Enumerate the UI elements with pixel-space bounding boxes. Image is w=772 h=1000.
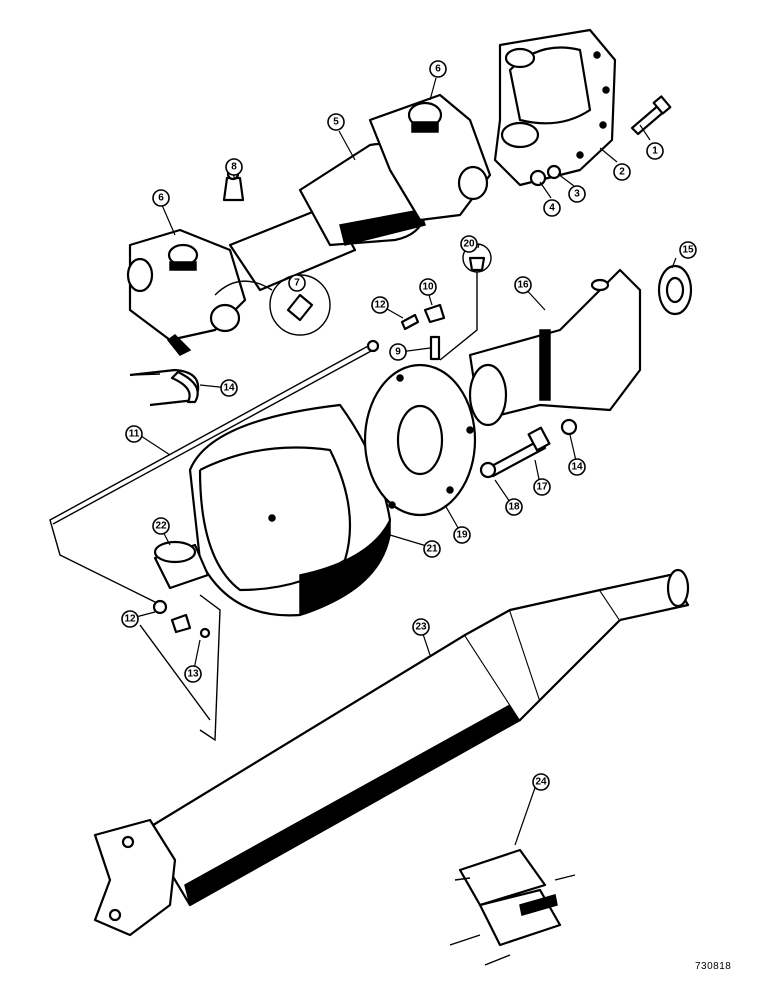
svg-text:12: 12 [374, 300, 386, 311]
callout-20: 20 [460, 235, 478, 253]
callout-5: 5 [327, 113, 345, 131]
callout-18: 18 [505, 498, 523, 516]
svg-text:11: 11 [129, 429, 140, 440]
callout-17: 17 [533, 478, 551, 496]
svg-text:21: 21 [426, 544, 438, 555]
svg-text:20: 20 [463, 239, 475, 250]
nut-and-washer-part [529, 164, 562, 187]
bushing-part [153, 540, 210, 590]
svg-text:12: 12 [124, 614, 136, 625]
svg-text:7: 7 [294, 278, 300, 289]
callout-21: 21 [423, 540, 441, 558]
callout-22: 22 [152, 517, 170, 535]
brake-drum-part [188, 403, 392, 617]
callout-14-left: 14 [220, 379, 238, 397]
companion-yoke-part [468, 268, 642, 427]
callout-13: 13 [184, 665, 202, 683]
slip-yoke-tube-part [228, 93, 492, 292]
flange-bolt-part [479, 418, 578, 479]
lower-fitting-part [139, 594, 221, 742]
flange-yoke-part [493, 28, 617, 187]
svg-text:16: 16 [517, 280, 529, 291]
u-bolt-part [129, 368, 200, 407]
callout-4: 4 [543, 199, 561, 217]
callout-9: 9 [389, 343, 407, 361]
svg-text:23: 23 [415, 622, 427, 633]
svg-text:10: 10 [422, 282, 434, 293]
universal-joint-part [126, 228, 247, 356]
svg-text:17: 17 [536, 482, 548, 493]
svg-text:19: 19 [456, 530, 468, 541]
svg-text:8: 8 [231, 162, 237, 173]
elbow-fitting-part [400, 303, 446, 361]
svg-text:13: 13 [187, 669, 199, 680]
callout-6-upper: 6 [429, 60, 447, 78]
svg-text:14: 14 [223, 383, 235, 394]
brake-flange-part [363, 363, 477, 517]
svg-text:14: 14 [571, 462, 583, 473]
flange-nut-part [657, 264, 693, 316]
callout-10: 10 [419, 278, 437, 296]
svg-text:24: 24 [535, 777, 547, 788]
svg-text:1: 1 [652, 146, 658, 157]
svg-text:3: 3 [574, 189, 580, 200]
svg-text:22: 22 [155, 521, 167, 532]
svg-text:5: 5 [333, 117, 339, 128]
callout-6-left: 6 [152, 189, 170, 207]
callout-11: 11 [125, 425, 143, 443]
callout-15: 15 [679, 241, 697, 259]
callout-19: 19 [453, 526, 471, 544]
cross-and-bearing-kit-part [449, 848, 576, 966]
fitting-detail-part [214, 274, 331, 336]
svg-text:2: 2 [619, 167, 625, 178]
callout-14-right: 14 [568, 458, 586, 476]
svg-text:6: 6 [158, 193, 164, 204]
svg-text:4: 4 [549, 203, 555, 214]
callout-1: 1 [646, 142, 664, 160]
svg-text:15: 15 [682, 245, 694, 256]
callout-12-lower: 12 [121, 610, 139, 628]
callout-12-upper: 12 [371, 296, 389, 314]
lube-tube-part [49, 339, 380, 603]
callout-8: 8 [225, 158, 243, 176]
callout-23: 23 [412, 618, 430, 636]
callout-labels: 1 2 3 4 5 6 6 7 8 9 10 11 12 12 13 14 14… [121, 60, 697, 791]
drive-shaft-part [93, 568, 690, 937]
svg-text:18: 18 [508, 502, 520, 513]
bolt-part [630, 95, 672, 136]
callout-16: 16 [514, 276, 532, 294]
svg-text:6: 6 [435, 64, 441, 75]
callout-24: 24 [532, 773, 550, 791]
callout-3: 3 [568, 185, 586, 203]
drawing-number: 730818 [695, 961, 732, 972]
callout-2: 2 [613, 163, 631, 181]
callout-7: 7 [288, 274, 306, 292]
fitting-20-part [439, 243, 492, 361]
svg-text:9: 9 [395, 347, 401, 358]
